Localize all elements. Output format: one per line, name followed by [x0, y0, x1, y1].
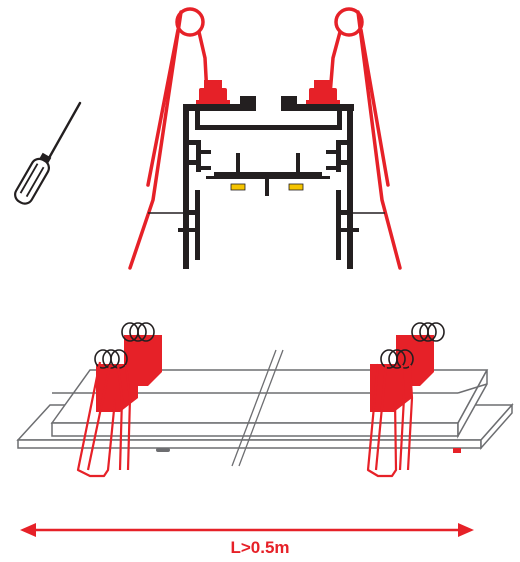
- break-marks: [231, 349, 284, 467]
- screwdriver-icon: [14, 101, 82, 205]
- clip-head-right: [306, 80, 340, 106]
- clip-head-left: [196, 80, 230, 106]
- profile-feet: [156, 448, 461, 453]
- spring-clip-front-left: [76, 322, 162, 478]
- dimension-label: L>0.5m: [230, 538, 290, 557]
- aluminium-profile: [178, 96, 359, 269]
- spring-clip-right: [328, 7, 402, 270]
- profile-perspective: [16, 322, 514, 478]
- profile-cross-section: [128, 7, 402, 270]
- dimension-arrow: [20, 523, 474, 537]
- spring-clip-front-right: [366, 322, 445, 478]
- led-chips: [230, 183, 304, 191]
